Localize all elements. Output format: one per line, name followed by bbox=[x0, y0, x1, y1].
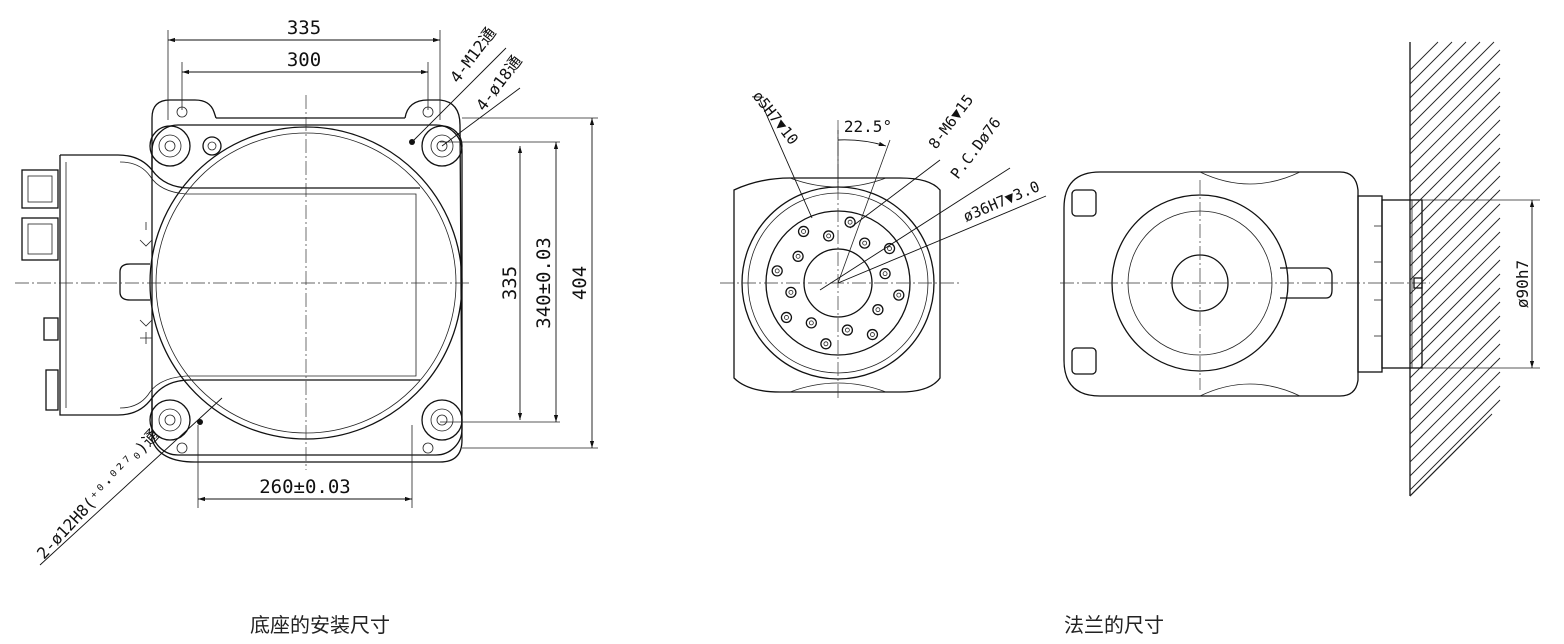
flange-hole bbox=[797, 225, 810, 238]
flange-side-view bbox=[1060, 171, 1430, 397]
hatch-line bbox=[1409, 329, 1501, 421]
base-mounting-holes bbox=[149, 106, 463, 454]
flange-hole bbox=[822, 230, 835, 242]
flange-hole bbox=[841, 324, 854, 336]
hatch-line bbox=[1409, 189, 1501, 281]
flange-hole-inner bbox=[801, 229, 806, 234]
hatch-line bbox=[1409, 371, 1501, 463]
flange-hole bbox=[771, 265, 783, 277]
flange-hole-inner bbox=[887, 246, 892, 251]
dim-height-404: 404 bbox=[569, 266, 591, 300]
hatch-line bbox=[1409, 357, 1501, 449]
dim-shaft: ø90h7 bbox=[1513, 260, 1532, 308]
hatch-line bbox=[1409, 301, 1501, 393]
dim-pin-hole: ø5H7▼10 bbox=[749, 87, 802, 148]
flange-hole-inner bbox=[870, 332, 875, 337]
hatch-line bbox=[1409, 399, 1501, 491]
hatch-line bbox=[1409, 245, 1501, 337]
flange-hole-inner bbox=[823, 341, 829, 347]
dim-width-outer: 335 bbox=[287, 17, 321, 39]
hatch-line bbox=[1409, 41, 1453, 85]
hatch-line bbox=[1409, 63, 1501, 155]
hatch-line bbox=[1409, 455, 1451, 497]
flange-hole-inner bbox=[788, 289, 794, 295]
flange-hole-inner bbox=[808, 320, 814, 326]
dim-bore: ø36H7▼3.0 bbox=[961, 177, 1043, 225]
wall-hatching bbox=[1409, 41, 1501, 497]
dim-height-340: 340±0.03 bbox=[533, 237, 555, 329]
flange-hole bbox=[820, 338, 832, 350]
hatch-line bbox=[1409, 91, 1501, 183]
dim-pin-holes: 2-ø12H8(⁺⁰·⁰²⁷₀)通 bbox=[33, 425, 163, 562]
hatch-line bbox=[1409, 147, 1501, 239]
hatch-line bbox=[1409, 41, 1481, 113]
flange-hole bbox=[872, 304, 884, 316]
hatch-line bbox=[1409, 287, 1501, 379]
base-view-caption: 底座的安装尺寸 bbox=[250, 613, 390, 637]
hatch-line bbox=[1409, 41, 1495, 127]
hatch-line bbox=[1409, 161, 1501, 253]
flange-hole bbox=[859, 237, 871, 249]
flange-hole-inner bbox=[844, 327, 850, 333]
hatch-line bbox=[1409, 77, 1501, 169]
flange-hole bbox=[893, 289, 905, 301]
flange-hole-inner bbox=[875, 307, 881, 313]
flange-bolt-holes bbox=[771, 216, 905, 350]
base-view bbox=[15, 30, 598, 566]
flange-hole bbox=[844, 216, 856, 228]
hatch-line bbox=[1409, 259, 1501, 351]
flange-hole bbox=[780, 311, 793, 324]
flange-hole bbox=[879, 267, 891, 280]
flange-hole-inner bbox=[847, 219, 853, 225]
hatch-line bbox=[1409, 217, 1501, 309]
hatch-line bbox=[1409, 315, 1501, 407]
hatch-line bbox=[1409, 41, 1467, 99]
shaft-dimension: ø90h7 bbox=[1422, 199, 1540, 369]
flange-front-view bbox=[720, 120, 960, 400]
base-dimension-texts: 335 300 335 340±0.03 404 260±0.03 4-M12通… bbox=[33, 17, 591, 563]
dim-angle: 22.5° bbox=[844, 117, 892, 136]
flange-dimension-lines bbox=[759, 99, 1047, 291]
hatch-line bbox=[1409, 231, 1501, 323]
hatch-line bbox=[1409, 119, 1501, 211]
flange-hole bbox=[792, 250, 804, 262]
flange-hole bbox=[866, 328, 879, 341]
flange-hole-inner bbox=[784, 315, 789, 320]
flange-hole-inner bbox=[795, 253, 801, 259]
hatch-line bbox=[1409, 105, 1501, 197]
hatch-line bbox=[1409, 133, 1501, 225]
hatch-line bbox=[1409, 273, 1501, 365]
hatch-line bbox=[1409, 343, 1501, 435]
hatch-line bbox=[1409, 41, 1439, 71]
flange-hole-inner bbox=[774, 268, 780, 274]
hatch-line bbox=[1409, 175, 1501, 267]
dim-height-335: 335 bbox=[499, 266, 521, 300]
flange-view-caption: 法兰的尺寸 bbox=[1064, 613, 1164, 637]
hatch-line bbox=[1409, 49, 1501, 141]
flange-hole-inner bbox=[826, 233, 832, 239]
flange-hole-inner bbox=[862, 240, 868, 246]
dim-width-inner: 300 bbox=[287, 49, 321, 71]
hatch-line bbox=[1409, 385, 1501, 477]
flange-hole bbox=[805, 317, 817, 329]
dim-bottom-260: 260±0.03 bbox=[259, 476, 351, 498]
flange-hole-inner bbox=[896, 292, 902, 298]
flange-hole-inner bbox=[882, 271, 888, 277]
base-connectors bbox=[21, 169, 59, 411]
hatch-line bbox=[1409, 203, 1501, 295]
flange-hole bbox=[785, 286, 797, 299]
